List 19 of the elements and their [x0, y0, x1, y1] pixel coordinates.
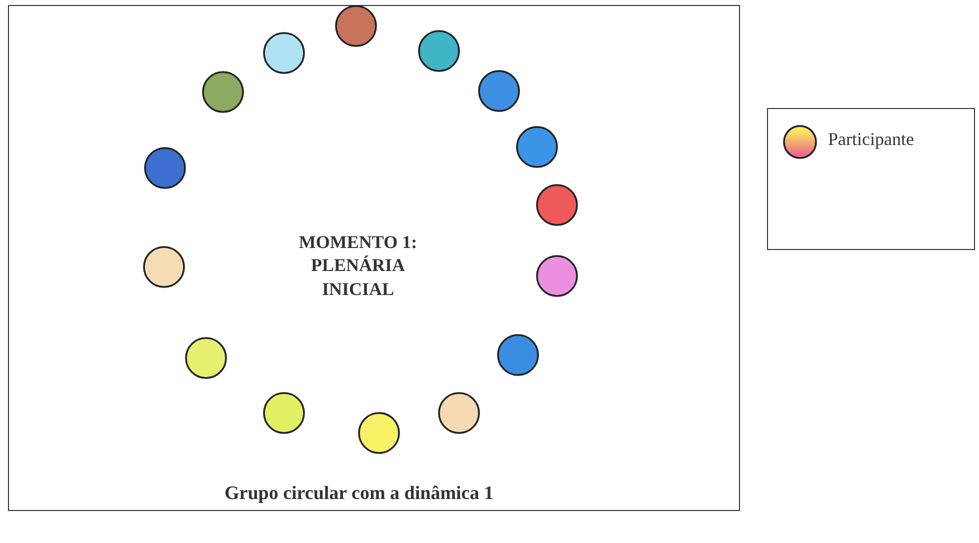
participant-circle [144, 147, 186, 189]
participant-circle [478, 70, 520, 112]
participant-circle [263, 32, 305, 74]
participant-circle [335, 5, 377, 47]
participant-circle [536, 255, 578, 297]
participant-circle [438, 392, 480, 434]
legend-label: Participante [828, 129, 914, 150]
participant-circle [263, 392, 305, 434]
participant-circle [516, 126, 558, 168]
participant-circle [202, 71, 244, 113]
participant-circle [497, 334, 539, 376]
participant-circle [185, 337, 227, 379]
frame-heading: MOMENTO 1: PLENÁRIA INICIAL [298, 231, 418, 301]
participant-circle [418, 30, 460, 72]
diagram-frame [8, 5, 740, 511]
participant-circle [536, 184, 578, 226]
participant-circle [143, 246, 185, 288]
participant-circle [358, 412, 400, 454]
frame-label: Grupo circular com a dinâmica 1 [224, 482, 494, 506]
